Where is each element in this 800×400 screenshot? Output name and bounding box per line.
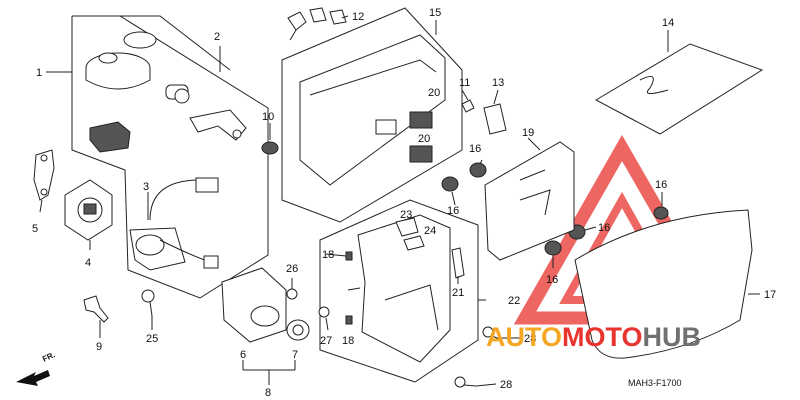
group-outline-22	[319, 199, 479, 383]
front-direction-arrow: FR.	[16, 350, 57, 386]
group-outline-2	[72, 15, 231, 71]
callout-18a: 18	[322, 249, 334, 261]
grommet-16-b	[469, 162, 487, 178]
grommet-16-a	[441, 176, 459, 192]
callout-16c: 16	[598, 222, 610, 234]
callout-3: 3	[143, 181, 149, 193]
callouts: 1 2 3 4 5 6 7 8 9 10 11 12 13 14 15 16 1…	[32, 7, 776, 399]
ignition-switch	[129, 177, 219, 271]
lock-housing	[221, 267, 310, 343]
callout-16d: 16	[546, 274, 558, 286]
grommet-16-c	[544, 240, 562, 256]
callout-18b: 18	[342, 335, 354, 347]
bolt-28a	[482, 326, 503, 341]
leader-lines	[39, 15, 760, 387]
rubber-block	[89, 121, 131, 153]
seal-19	[484, 141, 575, 261]
bracket-13	[483, 103, 507, 135]
watermark-hub: HUB	[643, 322, 702, 352]
bolt-25	[141, 289, 155, 317]
bolt-28b	[454, 376, 477, 388]
nut-18a	[345, 251, 353, 261]
callout-24: 24	[424, 225, 436, 237]
keys-12	[287, 7, 347, 41]
callout-10: 10	[262, 111, 274, 123]
grommet-16-e	[653, 206, 669, 220]
side-cover-17	[574, 209, 753, 359]
front-direction-label: FR.	[41, 350, 56, 364]
callout-5: 5	[32, 223, 38, 235]
watermark-auto: AUTO	[486, 322, 562, 352]
callout-15: 15	[429, 7, 441, 19]
callout-27: 27	[320, 335, 332, 347]
bolt-26	[286, 288, 298, 300]
callout-16b: 16	[447, 205, 459, 217]
grommet-10	[261, 141, 279, 155]
callout-9: 9	[96, 341, 102, 353]
clip-23	[395, 217, 419, 237]
callout-26: 26	[286, 263, 298, 275]
callout-28b: 28	[500, 379, 512, 391]
callout-16e: 16	[655, 179, 667, 191]
group-outline-15	[281, 7, 463, 223]
lock-cylinder	[165, 84, 190, 104]
callout-23: 23	[400, 209, 412, 221]
callout-21: 21	[452, 287, 464, 299]
callout-8: 8	[265, 387, 271, 399]
callout-14: 14	[662, 17, 674, 29]
steering-lock	[64, 179, 113, 241]
clip	[33, 149, 55, 201]
diagram-code: MAH3-F1700	[628, 378, 682, 388]
callout-11: 11	[459, 77, 470, 89]
callout-20b: 20	[418, 133, 430, 145]
bolt-27	[318, 306, 330, 318]
callout-28a: 28	[524, 333, 536, 345]
callout-7: 7	[292, 349, 298, 361]
callout-6: 6	[240, 349, 246, 361]
side-cover-inner	[299, 34, 446, 186]
watermark-text: AUTOMOTOHUB	[486, 322, 701, 352]
ignition-cap	[85, 31, 157, 90]
callout-22: 22	[508, 295, 520, 307]
lock-bracket	[189, 109, 247, 141]
callout-2: 2	[214, 31, 220, 43]
band-24	[403, 235, 425, 251]
callout-4: 4	[85, 257, 91, 269]
watermark-moto: MOTO	[562, 322, 643, 352]
callout-20a: 20	[428, 87, 440, 99]
nut-11	[461, 99, 475, 113]
key	[83, 295, 109, 323]
nut-18b	[345, 315, 353, 325]
group-outline-1	[71, 15, 269, 299]
callout-1: 1	[36, 67, 42, 79]
callout-17: 17	[764, 289, 776, 301]
callout-25: 25	[146, 333, 158, 345]
tool-tray	[357, 214, 451, 363]
callout-16a: 16	[469, 143, 481, 155]
label-plate-20b	[409, 145, 433, 163]
clip-21	[451, 247, 465, 279]
manual-pouch-14	[594, 43, 764, 135]
callout-19: 19	[522, 127, 534, 139]
label-plate-20a	[409, 111, 433, 129]
callout-12: 12	[352, 11, 364, 23]
callout-13: 13	[492, 77, 504, 89]
